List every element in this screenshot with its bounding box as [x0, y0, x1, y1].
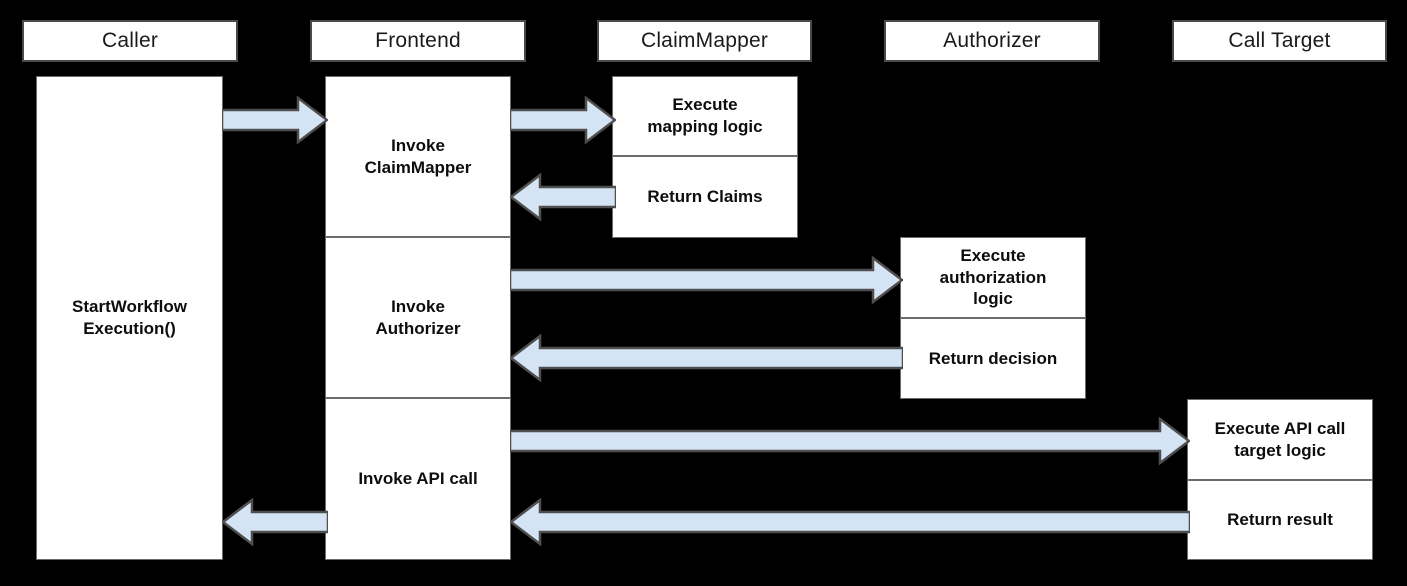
activation-calltarget-execute-api-call-target-logic[interactable]: Execute API call target logic — [1187, 399, 1373, 480]
activation-frontend-invoke-api-call-label: Invoke API call — [358, 469, 478, 489]
message-arrow-authorizer-to-frontend[interactable] — [510, 334, 903, 382]
lane-header-caller[interactable]: Caller — [22, 20, 238, 62]
message-arrow-frontend-to-calltarget[interactable] — [510, 417, 1190, 465]
activation-caller-main-label: StartWorkflow Execution() — [72, 297, 187, 338]
activation-frontend-invoke-api-call[interactable]: Invoke API call — [325, 398, 511, 560]
lane-header-caller-label: Caller — [101, 29, 159, 52]
activation-frontend-invoke-authorizer-label: Invoke Authorizer — [375, 296, 461, 338]
message-arrow-frontend-to-claimmapper[interactable] — [510, 96, 616, 144]
lane-header-authorizer-label: Authorizer — [943, 29, 1041, 52]
activation-claimmapper-execute-mapping-logic-label: Execute mapping logic — [647, 95, 763, 136]
message-arrow-frontend-to-authorizer[interactable] — [510, 256, 903, 304]
activation-authorizer-return-decision[interactable]: Return decision — [900, 318, 1086, 399]
activation-calltarget-return-result-label: Return result — [1227, 510, 1333, 530]
message-arrow-caller-to-frontend[interactable] — [222, 96, 328, 144]
activation-claimmapper-return-claims-label: Return Claims — [647, 187, 763, 207]
lane-header-frontend-label: Frontend — [375, 29, 461, 52]
activation-frontend-invoke-claimmapper[interactable]: Invoke ClaimMapper — [325, 76, 511, 237]
activation-claimmapper-return-claims[interactable]: Return Claims — [612, 156, 798, 238]
lane-header-claimmapper-label: ClaimMapper — [640, 29, 769, 52]
lane-header-claimmapper[interactable]: ClaimMapper — [597, 20, 812, 62]
activation-frontend-invoke-authorizer[interactable]: Invoke Authorizer — [325, 237, 511, 398]
message-arrow-calltarget-to-frontend[interactable] — [510, 498, 1190, 546]
lane-header-calltarget[interactable]: Call Target — [1172, 20, 1387, 62]
activation-frontend-invoke-claimmapper-label: Invoke ClaimMapper — [364, 135, 472, 177]
activation-claimmapper-execute-mapping-logic[interactable]: Execute mapping logic — [612, 76, 798, 156]
activation-authorizer-execute-authorization-logic-label: Execute authorization logic — [939, 245, 1047, 309]
message-arrow-frontend-to-caller[interactable] — [222, 498, 328, 546]
message-arrow-claimmapper-to-frontend[interactable] — [510, 173, 616, 221]
activation-authorizer-execute-authorization-logic[interactable]: Execute authorization logic — [900, 237, 1086, 318]
activation-calltarget-execute-api-call-target-logic-label: Execute API call target logic — [1214, 418, 1346, 460]
lane-header-frontend[interactable]: Frontend — [310, 20, 526, 62]
activation-calltarget-return-result[interactable]: Return result — [1187, 480, 1373, 560]
activation-caller-main[interactable]: StartWorkflow Execution() — [36, 76, 223, 560]
lane-header-calltarget-label: Call Target — [1228, 29, 1331, 52]
activation-authorizer-return-decision-label: Return decision — [928, 348, 1058, 368]
lane-header-authorizer[interactable]: Authorizer — [884, 20, 1100, 62]
